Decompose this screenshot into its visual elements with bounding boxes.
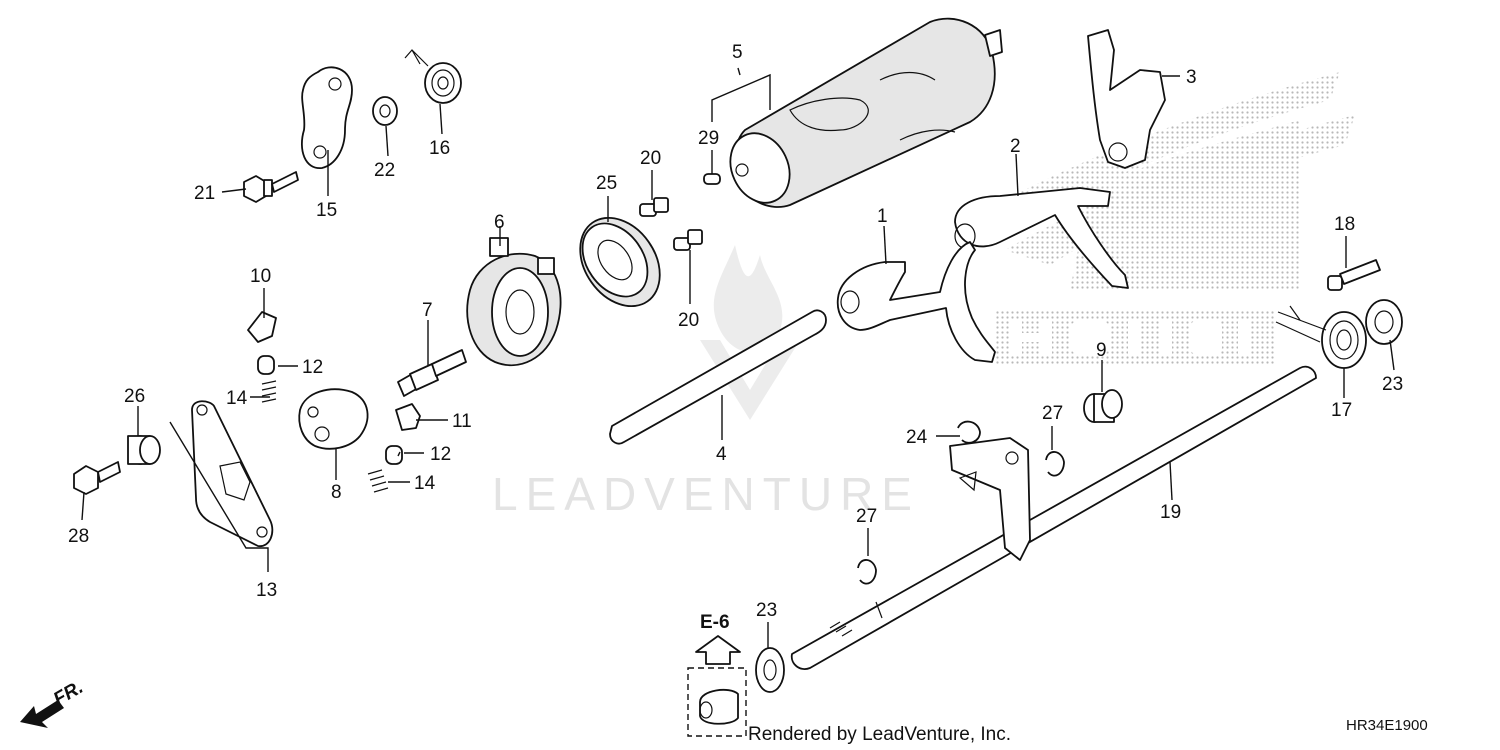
watermark-text: LEADVENTURE <box>492 468 920 520</box>
label-25: 25 <box>596 173 617 194</box>
part-27-circlip-lower <box>857 559 877 585</box>
part-13-plate <box>191 400 274 547</box>
part-10-stopper <box>247 311 277 343</box>
label-18: 18 <box>1334 214 1355 235</box>
front-arrow: FR. <box>20 677 87 728</box>
part-25-bearing <box>579 216 661 308</box>
label-12-lower: 12 <box>430 444 451 465</box>
part-1-shift-fork <box>836 241 996 363</box>
honda-wing-logo <box>995 72 1355 365</box>
label-12-upper: 12 <box>302 357 323 378</box>
label-9: 9 <box>1096 340 1107 361</box>
label-4: 4 <box>716 444 727 465</box>
e6-label: E-6 <box>700 612 730 633</box>
label-29: 29 <box>698 128 719 149</box>
label-6: 6 <box>494 212 505 233</box>
label-8: 8 <box>331 482 342 503</box>
part-14-spring-lower <box>367 469 389 493</box>
part-22-washer <box>372 96 398 126</box>
part-18-bolt <box>1327 259 1381 291</box>
part-17-spring <box>1275 305 1367 369</box>
part-23-washer-lower <box>755 647 785 693</box>
part-24-clip <box>957 420 981 444</box>
label-15: 15 <box>316 200 337 221</box>
part-27-circlip-upper <box>1045 451 1065 477</box>
diagram-code: HR34E1900 <box>1346 717 1428 734</box>
part-26-collar <box>127 435 161 465</box>
label-27-lower: 27 <box>856 506 877 527</box>
label-20-lower: 20 <box>678 310 699 331</box>
label-13: 13 <box>256 580 277 601</box>
label-2: 2 <box>1010 136 1021 157</box>
label-23-right: 23 <box>1382 374 1403 395</box>
label-17: 17 <box>1331 400 1352 421</box>
part-19-shift-spindle <box>790 365 1317 670</box>
label-10: 10 <box>250 266 271 287</box>
label-28: 28 <box>68 526 89 547</box>
part-23-washer-right <box>1365 299 1403 345</box>
part-12-pin-lower <box>385 445 403 465</box>
label-14-lower: 14 <box>414 473 436 494</box>
label-24: 24 <box>906 427 928 448</box>
label-20-upper: 20 <box>640 148 661 169</box>
label-16: 16 <box>429 138 450 159</box>
label-26: 26 <box>124 386 145 407</box>
part-4-shaft <box>609 309 827 445</box>
part-11-pawl <box>395 403 421 431</box>
e6-reference-box: E-6 <box>687 612 747 737</box>
label-23-lower: 23 <box>756 600 777 621</box>
part-15-plate <box>300 66 353 169</box>
up-arrow-icon <box>695 635 741 665</box>
part-21-bolt <box>243 171 299 203</box>
part-3-shift-fork <box>1087 29 1166 169</box>
label-27-upper: 27 <box>1042 403 1063 424</box>
label-21: 21 <box>194 183 215 204</box>
leadventure-watermark: LEADVENTURE <box>492 245 920 520</box>
part-12-pin-upper <box>257 355 275 375</box>
part-16-spring <box>404 49 462 104</box>
part-8-drum-center <box>298 388 369 450</box>
part-20-bolt-upper <box>639 197 669 217</box>
part-9-bushing <box>1083 389 1123 423</box>
part-14-spring-upper <box>261 380 277 403</box>
label-3: 3 <box>1186 67 1197 88</box>
part-29-dowel-pin <box>703 173 721 185</box>
label-19: 19 <box>1160 502 1181 523</box>
label-7: 7 <box>422 300 433 321</box>
part-28-bolt <box>73 461 121 495</box>
label-11: 11 <box>452 411 472 432</box>
part-5-shift-drum <box>729 17 1003 208</box>
part-7-pin-bolt <box>397 349 467 397</box>
part-6-drum-cam <box>466 237 562 367</box>
label-14-upper: 14 <box>226 388 248 409</box>
front-arrow-icon <box>20 700 64 728</box>
part-labels: 1 2 3 4 5 6 7 8 9 10 11 12 12 13 14 14 1… <box>68 42 1403 621</box>
label-5: 5 <box>732 42 743 63</box>
part-20-bolt-lower <box>673 229 703 251</box>
leader-lines <box>81 67 1395 648</box>
label-22: 22 <box>374 160 395 181</box>
footer-credit: Rendered by LeadVenture, Inc. <box>748 724 1011 745</box>
label-1: 1 <box>877 206 888 227</box>
